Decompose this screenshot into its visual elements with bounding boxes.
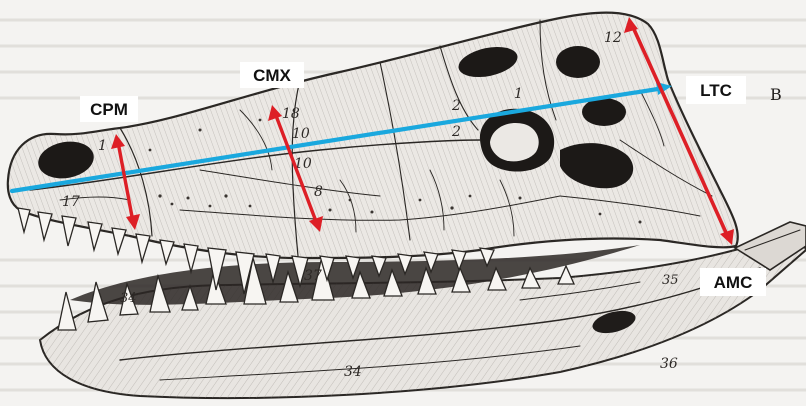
bone-number-35: 35 (662, 273, 679, 288)
bone-number-2b: 2 (451, 124, 461, 140)
cmx-label: CMX (253, 66, 291, 85)
bone-number-34b: 34 (344, 364, 362, 380)
bone-number-8: 8 (314, 184, 323, 200)
bone-number-2a: 2 (451, 98, 461, 114)
panel-letter: B (770, 85, 782, 104)
bone-number-36: 36 (660, 356, 678, 372)
bone-number-10a: 10 (292, 126, 310, 142)
ltc-label: LTC (700, 81, 732, 100)
amc-label: AMC (714, 273, 753, 292)
cpm-label: CPM (90, 100, 128, 119)
bone-number-12: 12 (604, 30, 622, 46)
bone-number-17: 17 (62, 194, 80, 210)
bone-number-37: 37 (304, 268, 322, 284)
bone-number-18: 18 (282, 106, 300, 122)
bone-number-1: 1 (98, 138, 107, 154)
bone-number-1b: 1 (514, 86, 523, 102)
bone-number-34a: 34 (120, 291, 137, 306)
